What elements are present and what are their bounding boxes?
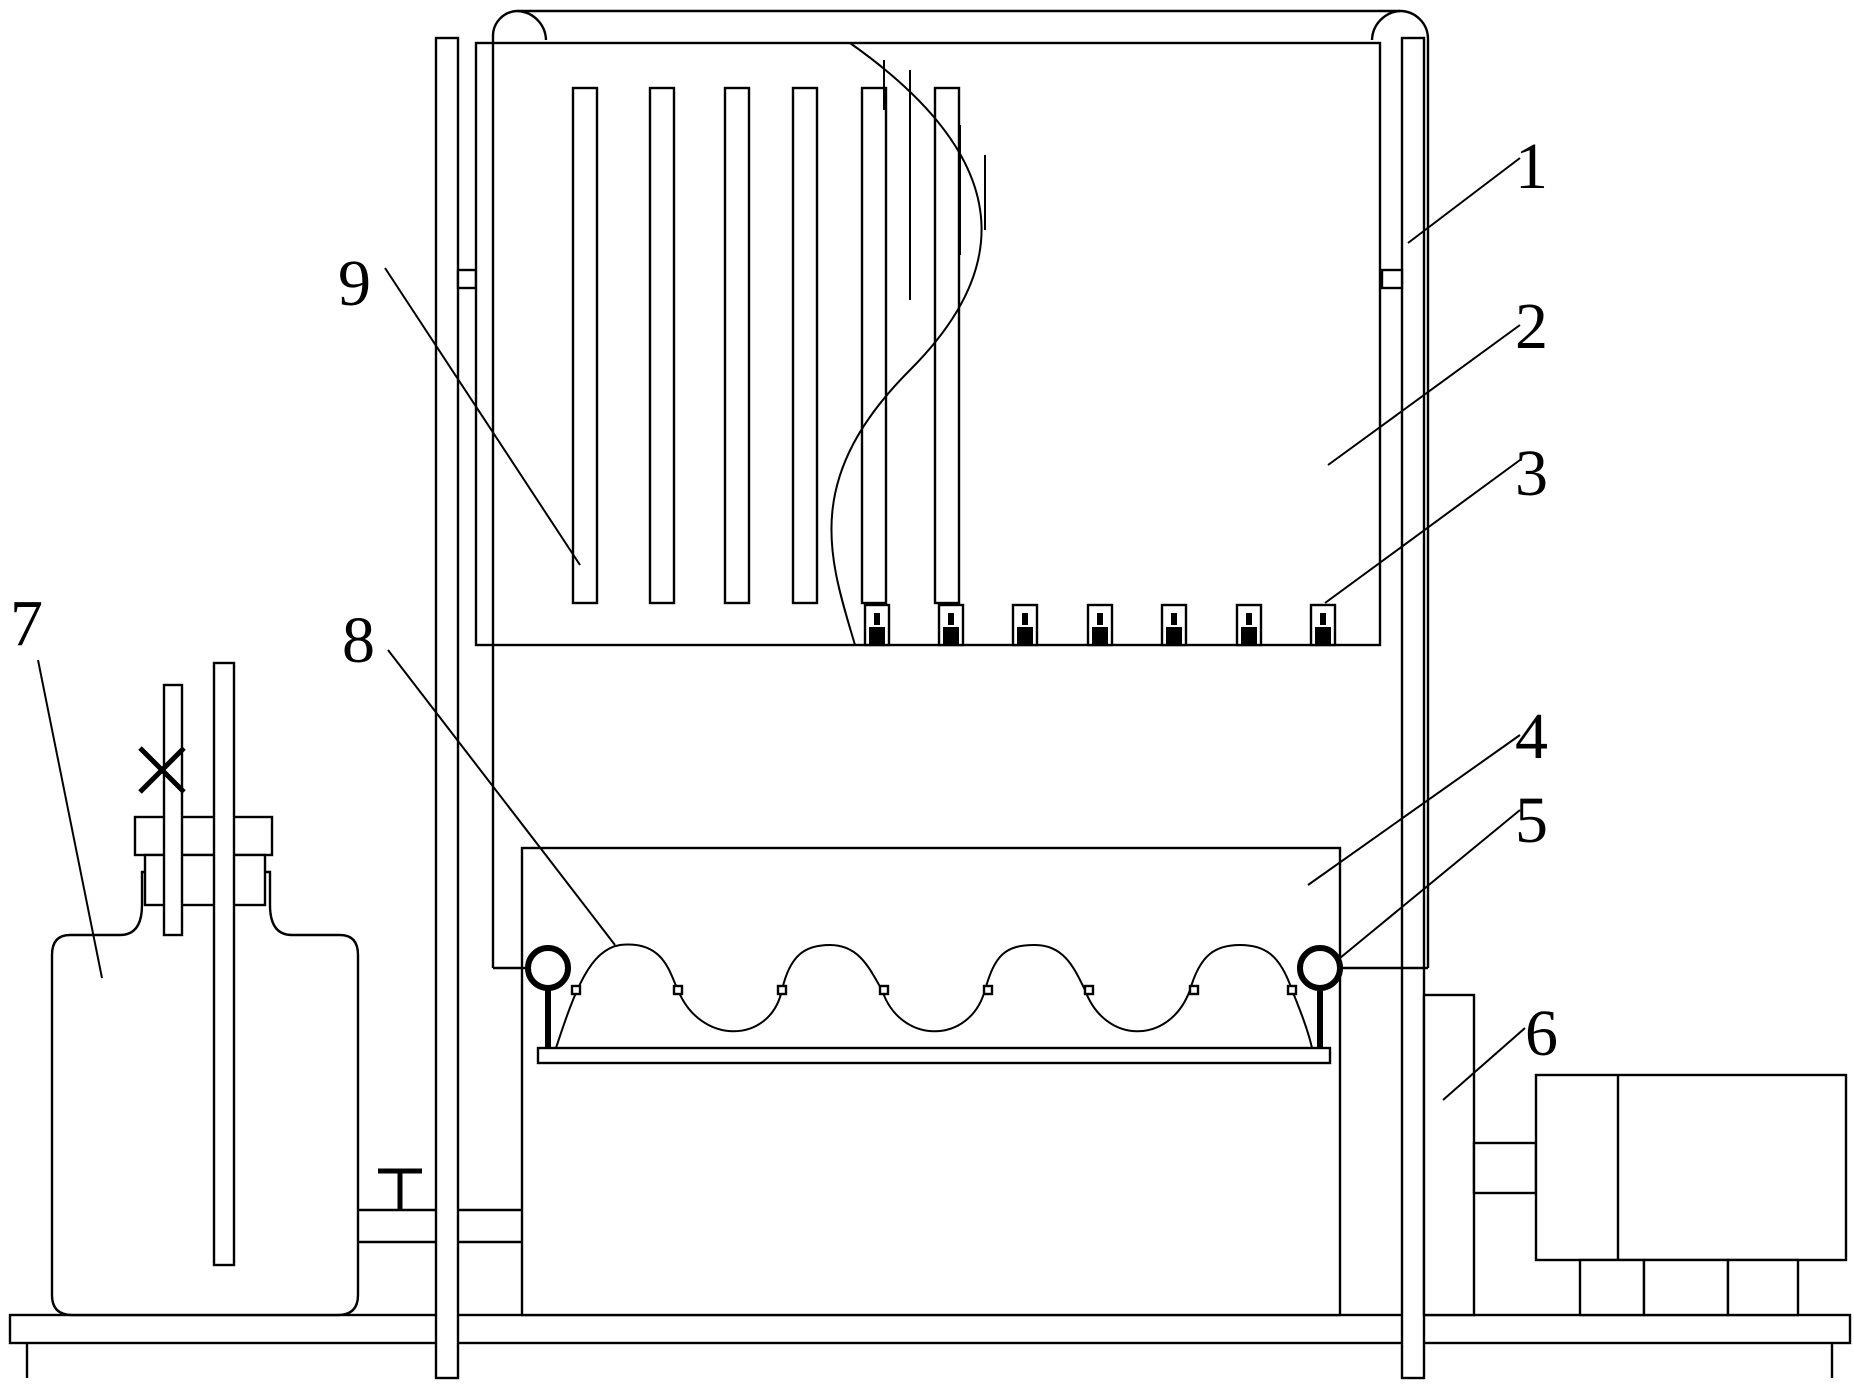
base-rail bbox=[10, 1315, 1850, 1378]
tank bbox=[522, 848, 1340, 1315]
chamber bbox=[476, 43, 1380, 645]
label-reel: 5 bbox=[1515, 784, 1548, 857]
nozzle-icon bbox=[1162, 605, 1186, 645]
label-chamber: 2 bbox=[1515, 290, 1548, 363]
left-post bbox=[436, 38, 476, 1378]
label-partition: 9 bbox=[338, 247, 371, 320]
nozzle-icon bbox=[1237, 605, 1261, 645]
frame-post bbox=[1382, 38, 1424, 1378]
nozzle-icon bbox=[1013, 605, 1037, 645]
pump-motor bbox=[1424, 995, 1846, 1315]
label-nozzle: 3 bbox=[1515, 437, 1548, 510]
label-pump: 6 bbox=[1525, 997, 1558, 1070]
nozzle-icon bbox=[1088, 605, 1112, 645]
nozzle-icon bbox=[865, 605, 889, 645]
label-tank: 4 bbox=[1515, 700, 1548, 773]
label-film: 8 bbox=[342, 604, 375, 677]
bottle bbox=[52, 663, 358, 1315]
label-frame: 1 bbox=[1515, 130, 1548, 203]
label-bottle: 7 bbox=[10, 587, 43, 660]
nozzle-icon bbox=[939, 605, 963, 645]
nozzle-icon bbox=[1311, 605, 1335, 645]
